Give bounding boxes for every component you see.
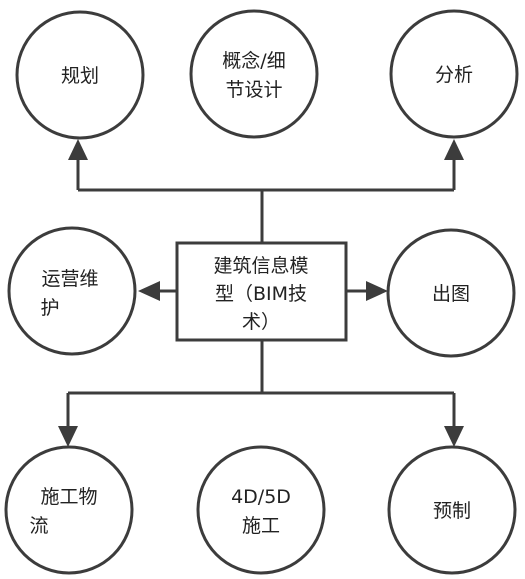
node-prefabrication-circle [387,445,517,575]
node-4d-5d-construction-label-2: 施工 [242,515,280,537]
node-operation-maintenance-label-2: 护 [40,297,59,319]
node-planning-label: 规划 [61,65,99,87]
center-line-2: 型（BIM技 [215,283,307,305]
connector-top [76,158,456,243]
arrow-heads [58,139,464,447]
node-construction-logistics-label-2: 流 [29,515,48,537]
node-4d-5d-construction-label-1: 4D/5D [231,486,291,508]
node-planning: 规划 [15,10,145,140]
arrow-to-operation-maintenance [138,281,160,301]
center-line-1: 建筑信息模 [213,255,308,277]
node-drawing-output: 出图 [386,228,516,358]
node-operation-maintenance-circle [7,226,137,356]
node-construction-logistics: 施工物 流 [4,445,134,575]
center-box-frame [175,241,348,342]
node-analysis-label: 分析 [435,64,473,86]
node-construction-logistics-circle [4,445,134,575]
node-concept-detail-design-circle [189,9,319,139]
node-4d-5d-construction-circle [196,445,326,575]
node-4d-5d-construction: 4D/5D 施工 [196,445,326,575]
node-operation-maintenance-label-1: 运营维 [41,268,98,290]
node-prefabrication-label: 预制 [433,500,471,522]
center-line-3: 术） [242,311,280,333]
arrow-to-drawing-output [366,281,388,301]
node-concept-detail-design-label-2: 节设计 [225,79,282,101]
node-analysis: 分析 [389,9,519,139]
node-operation-maintenance: 运营维 护 [7,226,137,356]
node-drawing-output-label: 出图 [432,283,470,305]
center-box: 建筑信息模 型（BIM技 术） [175,241,348,342]
arrow-to-planning [68,139,88,160]
arrow-to-construction-logistics [58,426,78,447]
node-prefabrication: 预制 [387,445,517,575]
arrow-to-analysis [444,139,464,160]
arrow-to-prefabrication [444,426,464,447]
connector-bottom [66,340,456,428]
node-concept-detail-design-label-1: 概念/细 [222,49,285,72]
connectors [66,158,456,428]
node-planning-circle [15,10,145,140]
node-drawing-output-circle [386,228,516,358]
node-construction-logistics-label-1: 施工物 [40,486,97,508]
node-analysis-circle [389,9,519,139]
node-concept-detail-design: 概念/细 节设计 [189,9,319,139]
